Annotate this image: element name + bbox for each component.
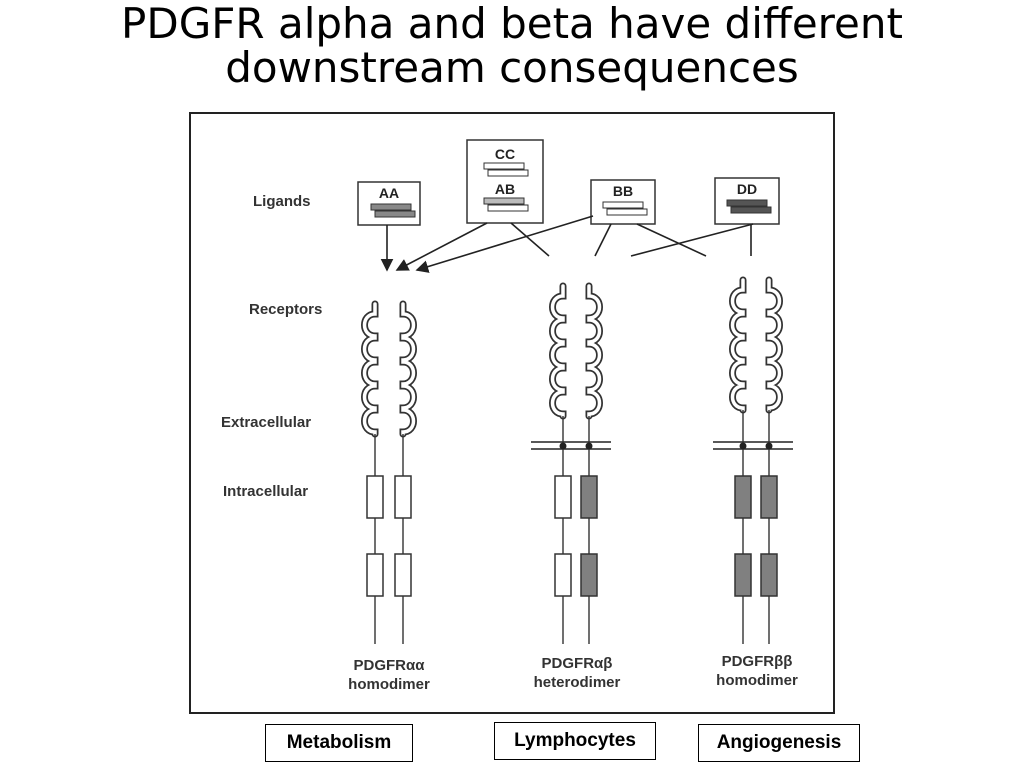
outcome-angiogenesis-box: Angiogenesis: [698, 724, 860, 762]
aa-right-kinase-domain-1: [394, 475, 412, 519]
ligand-bb: BB: [590, 179, 656, 225]
outcome-lymphocytes-box: Lymphocytes: [494, 722, 656, 760]
label-receptors: Receptors: [249, 301, 322, 318]
receptor-bb-type: homodimer: [716, 672, 798, 689]
bb-left-membrane-anchor: [739, 442, 747, 450]
label-ligands: Ligands: [253, 193, 311, 210]
ab-right-membrane-anchor: [585, 442, 593, 450]
ab-left-kinase-domain-1: [554, 475, 572, 519]
aa-right-kinase-domain-2: [394, 553, 412, 597]
receptors-group: [361, 276, 793, 644]
ab-right-kinase-domain-2: [580, 553, 598, 597]
aa-right-coil-fill: [401, 302, 416, 436]
ligand-dd-label: DD: [737, 181, 757, 197]
slide-title-line-1: PDGFR alpha and beta have different: [121, 0, 903, 48]
ab-left-coil-fill: [550, 284, 565, 418]
receptor-diagram: Ligands Receptors Extracellular Intracel…: [189, 112, 835, 714]
label-extracellular: Extracellular: [221, 414, 311, 431]
ligand-cc-ab: CC AB: [466, 139, 544, 224]
ligand-bb-label: BB: [613, 183, 633, 199]
ligand-cc-label: CC: [495, 146, 515, 162]
diagram-canvas: Ligands Receptors Extracellular Intracel…: [221, 139, 798, 693]
ligand-aa: AA: [357, 181, 421, 226]
slide-title-line-2: downstream consequences: [225, 43, 799, 92]
bb-left-coil-fill: [730, 278, 745, 412]
ab-right-kinase-domain-1: [580, 475, 598, 519]
outcome-lymphocytes-label: Lymphocytes: [514, 730, 636, 751]
bb-right-membrane-anchor: [765, 442, 773, 450]
ligand-ab-label: AB: [495, 181, 515, 197]
outcome-metabolism-box: Metabolism: [265, 724, 413, 762]
receptor-aa-name: PDGFRαα: [354, 657, 426, 674]
aa-left-kinase-domain-2: [366, 553, 384, 597]
ligand-aa-label: AA: [379, 185, 399, 201]
binding-arrows: [380, 215, 754, 273]
bb-left-kinase-domain-2: [734, 553, 752, 597]
ab-right-coil-fill: [587, 284, 602, 418]
aa-left-kinase-domain-1: [366, 475, 384, 519]
receptor-aa-type: homodimer: [348, 676, 430, 693]
outcome-angiogenesis-label: Angiogenesis: [716, 732, 842, 753]
slide-title: PDGFR alpha and beta have different down…: [0, 0, 1024, 90]
ligand-dd: DD: [714, 177, 780, 225]
ab-left-membrane-anchor: [559, 442, 567, 450]
receptor-ab-type: heterodimer: [534, 674, 621, 691]
receptor-bb-name: PDGFRββ: [722, 653, 793, 670]
bb-left-kinase-domain-1: [734, 475, 752, 519]
label-intracellular: Intracellular: [223, 483, 308, 500]
outcome-metabolism-label: Metabolism: [286, 732, 392, 753]
receptor-ab-name: PDGFRαβ: [542, 655, 613, 672]
bb-right-kinase-domain-1: [760, 475, 778, 519]
aa-left-coil-fill: [362, 302, 377, 436]
bb-right-kinase-domain-2: [760, 553, 778, 597]
bb-right-coil-fill: [767, 278, 782, 412]
ab-left-kinase-domain-2: [554, 553, 572, 597]
